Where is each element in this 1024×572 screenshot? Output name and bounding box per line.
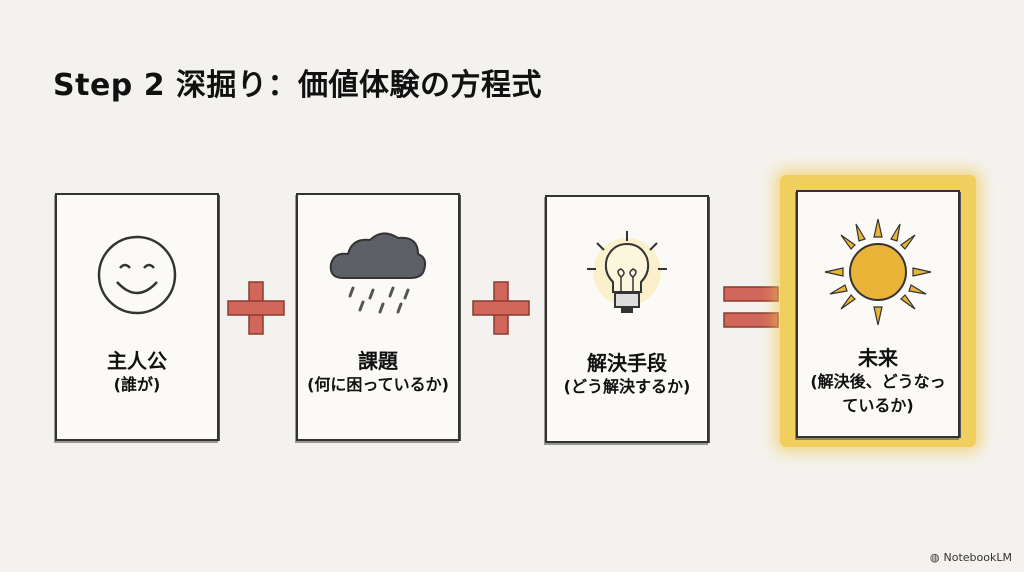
rain-cloud-icon (298, 225, 458, 325)
card-label: 課題 (358, 349, 398, 373)
page-title: Step 2 深掘り：価値体験の方程式 (53, 68, 543, 103)
card-solution: 解決手段 (どう解決するか) (545, 195, 709, 443)
equals-operator (722, 285, 782, 335)
smiley-face-icon (57, 225, 217, 325)
card-label: 解決手段 (587, 351, 667, 375)
card-sub: (何に困っているか) (307, 375, 449, 394)
card-future: 未来 (解決後、どうなっているか) (796, 190, 960, 438)
plus-operator-2 (471, 280, 531, 340)
lightbulb-icon (547, 227, 707, 327)
card-sub: (解決後、どうなっているか) (810, 372, 946, 415)
footer-brand: ◍ NotebookLM (930, 551, 1012, 564)
card-label: 未来 (858, 346, 898, 370)
notebooklm-logo-icon: ◍ (929, 551, 940, 564)
sun-icon (798, 218, 958, 326)
card-sub: (どう解決するか) (563, 377, 691, 396)
card-protagonist: 主人公 (誰が) (55, 193, 219, 441)
card-problem: 課題 (何に困っているか) (296, 193, 460, 441)
brand-name: NotebookLM (943, 551, 1012, 564)
card-label: 主人公 (107, 349, 167, 373)
plus-operator-1 (226, 280, 286, 340)
card-sub: (誰が) (113, 375, 161, 394)
